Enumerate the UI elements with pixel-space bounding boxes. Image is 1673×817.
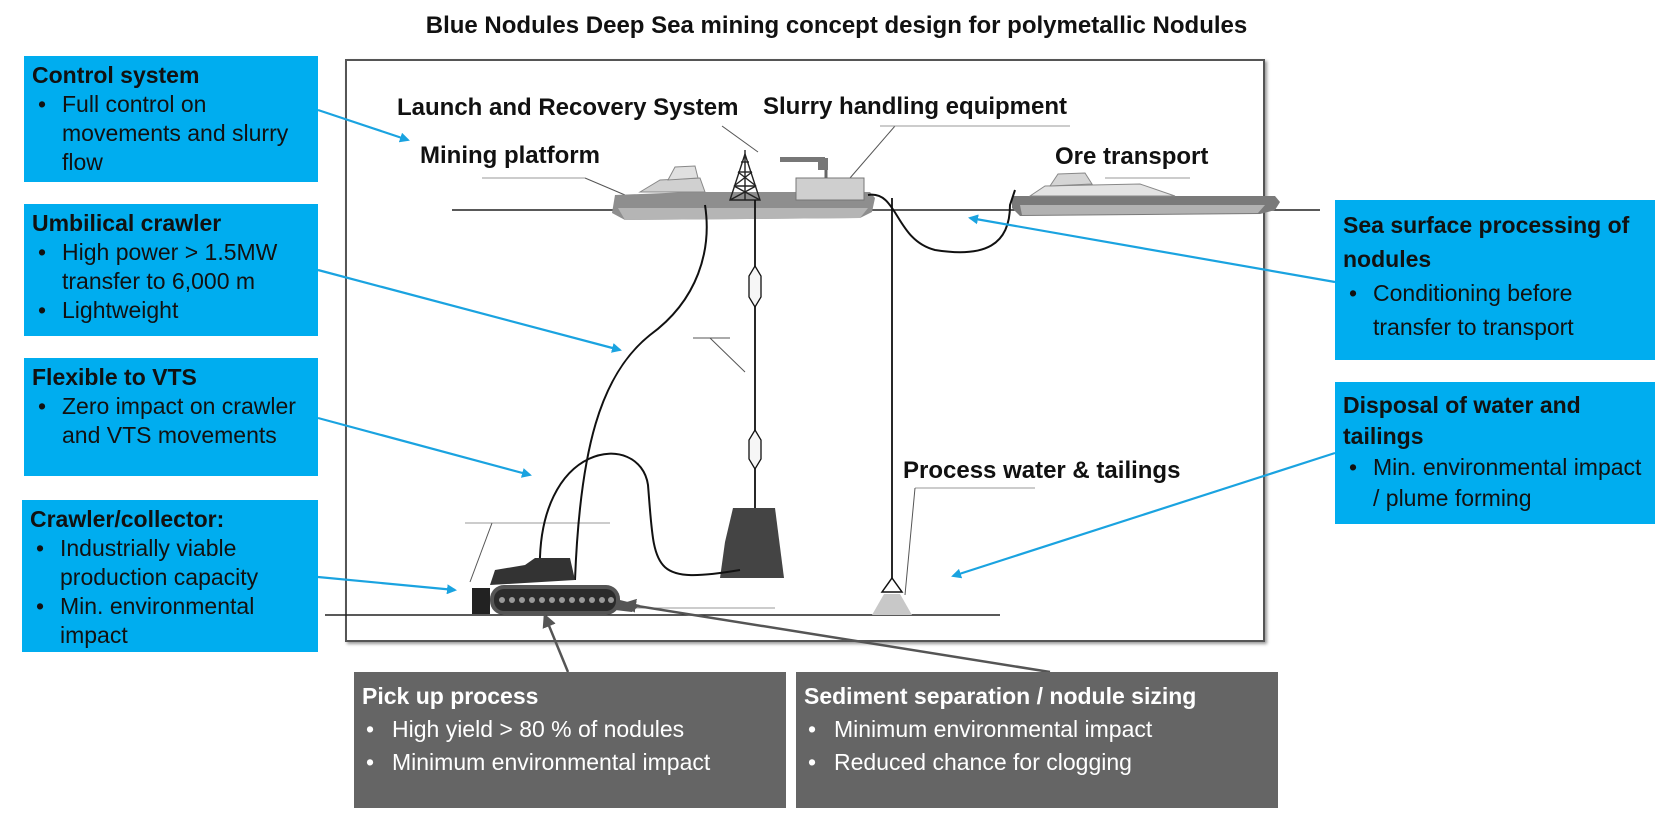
callout-flexible-vts: Flexible to VTS Zero impact on crawler a… xyxy=(24,358,318,476)
callout-sediment-separation: Sediment separation / nodule sizing Mini… xyxy=(796,672,1278,808)
arrow-disposal xyxy=(951,451,1336,579)
vts-buffer xyxy=(720,508,784,578)
discharge-nozzle xyxy=(880,576,904,593)
callout-heading: Crawler/collector: xyxy=(30,506,225,532)
callout-heading: Sediment separation / nodule sizing xyxy=(804,683,1197,709)
label-process-water: Process water & tailings xyxy=(903,457,1181,484)
callout-heading: Sea surface processing of nodules xyxy=(1343,212,1630,272)
umbilical xyxy=(574,204,708,581)
lars-tower xyxy=(729,150,761,201)
arrow-pick-up-process xyxy=(542,613,570,673)
callout-bullet: Lightweight xyxy=(32,296,310,325)
crawler xyxy=(472,558,640,615)
callout-bullet: Full control on movements and slurry flo… xyxy=(32,90,310,177)
callout-bullet: Zero impact on crawler and VTS movements xyxy=(32,392,310,450)
callout-bullet: Industrially viable production capacity xyxy=(30,534,310,592)
arrow-flexible-vts xyxy=(317,416,532,478)
callout-heading: Control system xyxy=(32,62,200,88)
label-ore-transport: Ore transport xyxy=(1055,143,1209,170)
callout-heading: Flexible to VTS xyxy=(32,364,197,390)
label-launch-recovery-system: Launch and Recovery System xyxy=(397,94,739,121)
callout-disposal: Disposal of water and tailings Min. envi… xyxy=(1335,382,1655,524)
flexible-jumper xyxy=(538,452,741,577)
arrow-control-system xyxy=(317,108,410,143)
transfer-hose xyxy=(867,189,1016,254)
arrow-sea-surface-processing xyxy=(968,214,1336,284)
label-mining-platform: Mining platform xyxy=(420,142,600,169)
ore-transport-ship xyxy=(1012,172,1280,216)
callout-heading: Umbilical crawler xyxy=(32,210,222,236)
callout-bullet: High yield > 80 % of nodules xyxy=(362,715,778,744)
arrow-crawler-collector xyxy=(317,575,457,595)
arrow-sediment-separation xyxy=(622,598,1051,674)
callout-bullet: Conditioning before transfer to transpor… xyxy=(1343,276,1647,344)
riser-float-1 xyxy=(748,264,762,309)
callout-crawler-collector: Crawler/collector: Industrially viable p… xyxy=(22,500,318,652)
label-slurry-handling: Slurry handling equipment xyxy=(763,93,1068,120)
arrow-umbilical-crawler xyxy=(317,268,622,353)
callout-pick-up-process: Pick up process High yield > 80 % of nod… xyxy=(354,672,786,808)
callout-sea-surface-processing: Sea surface processing of nodules Condit… xyxy=(1335,200,1655,360)
callout-umbilical-crawler: Umbilical crawler High power > 1.5MW tra… xyxy=(24,204,318,336)
scene-frame xyxy=(345,59,1265,642)
riser-float-2 xyxy=(748,428,762,471)
mining-platform-ship xyxy=(612,157,875,220)
callout-bullet: Min. environmental impact / plume formin… xyxy=(1343,452,1647,514)
callout-heading: Pick up process xyxy=(362,683,539,709)
callout-bullet: High power > 1.5MW transfer to 6,000 m xyxy=(32,238,310,296)
callout-heading: Disposal of water and tailings xyxy=(1343,392,1581,449)
callout-bullet: Reduced chance for clogging xyxy=(804,748,1270,777)
callout-bullet: Minimum environmental impact xyxy=(804,715,1270,744)
callout-bullet: Min. environmental impact xyxy=(30,592,310,650)
discharge-plume xyxy=(872,594,912,615)
diagram-title: Blue Nodules Deep Sea mining concept des… xyxy=(425,12,1248,39)
callout-bullet: Minimum environmental impact xyxy=(362,748,778,777)
callout-control-system: Control system Full control on movements… xyxy=(24,56,318,182)
